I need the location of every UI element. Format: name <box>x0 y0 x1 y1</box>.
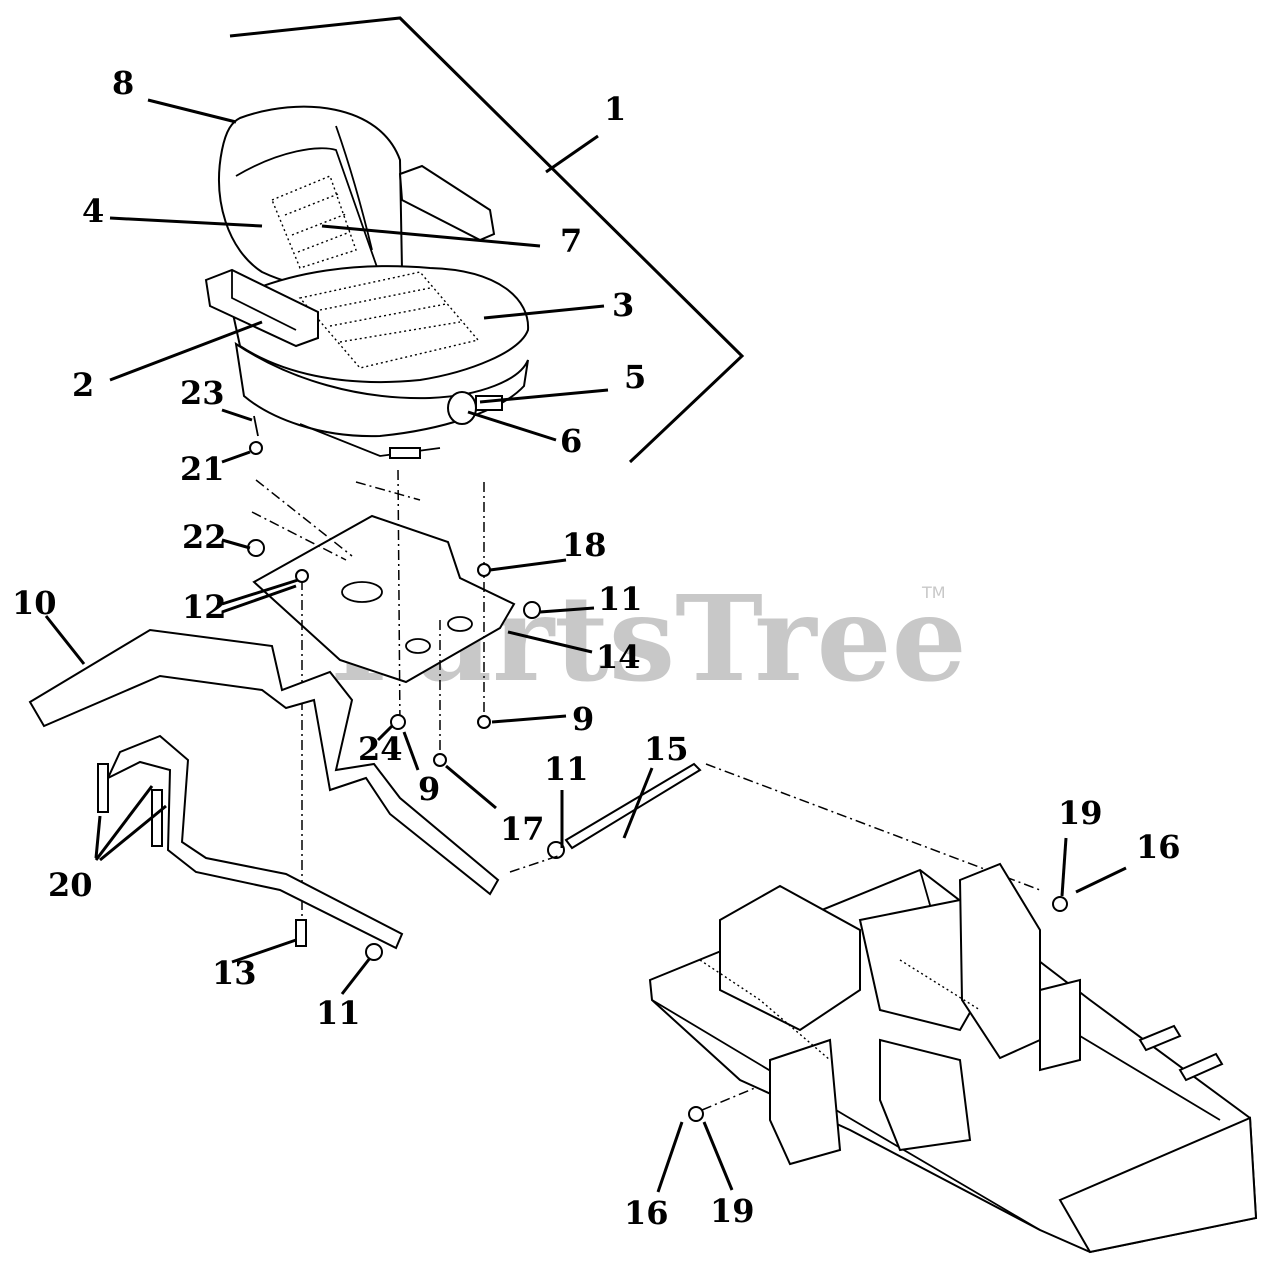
watermark-tm: TM <box>921 583 946 602</box>
seat-assembly <box>204 105 530 459</box>
callout-18: 18 <box>562 526 607 564</box>
assembly-bracket <box>229 16 745 464</box>
callout-10: 10 <box>12 584 57 622</box>
rod <box>564 762 702 850</box>
callout-16-bottom: 16 <box>624 1194 669 1232</box>
callout-7: 7 <box>560 222 582 260</box>
callout-11-bottom: 11 <box>316 994 361 1032</box>
callout-11-top: 11 <box>598 580 643 618</box>
leader-lines <box>44 98 1127 1193</box>
callout-24: 24 <box>358 730 403 768</box>
callout-6: 6 <box>560 422 582 460</box>
callout-19-top: 19 <box>1058 794 1103 832</box>
callout-2: 2 <box>72 366 94 404</box>
callout-12: 12 <box>182 588 227 626</box>
hardware <box>247 415 1068 1122</box>
callout-16-top: 16 <box>1136 828 1181 866</box>
callout-3: 3 <box>612 286 634 324</box>
callout-17: 17 <box>500 810 545 848</box>
callout-14: 14 <box>596 638 641 676</box>
callout-11-mid: 11 <box>544 750 589 788</box>
callout-4: 4 <box>82 192 104 230</box>
callout-22: 22 <box>182 518 227 556</box>
callout-21: 21 <box>180 450 225 488</box>
seat-frame-tube <box>28 628 500 896</box>
callout-9-left: 9 <box>418 770 440 808</box>
callout-9-right: 9 <box>572 700 594 738</box>
callout-20: 20 <box>48 866 93 904</box>
callout-8: 8 <box>112 64 134 102</box>
seat-plate <box>252 514 516 684</box>
chassis <box>648 862 1258 1254</box>
callout-5: 5 <box>624 358 646 396</box>
callout-13: 13 <box>212 954 257 992</box>
callout-1: 1 <box>604 90 626 128</box>
callout-23: 23 <box>180 374 225 412</box>
callout-19-bottom: 19 <box>710 1192 755 1230</box>
callout-15: 15 <box>644 730 689 768</box>
